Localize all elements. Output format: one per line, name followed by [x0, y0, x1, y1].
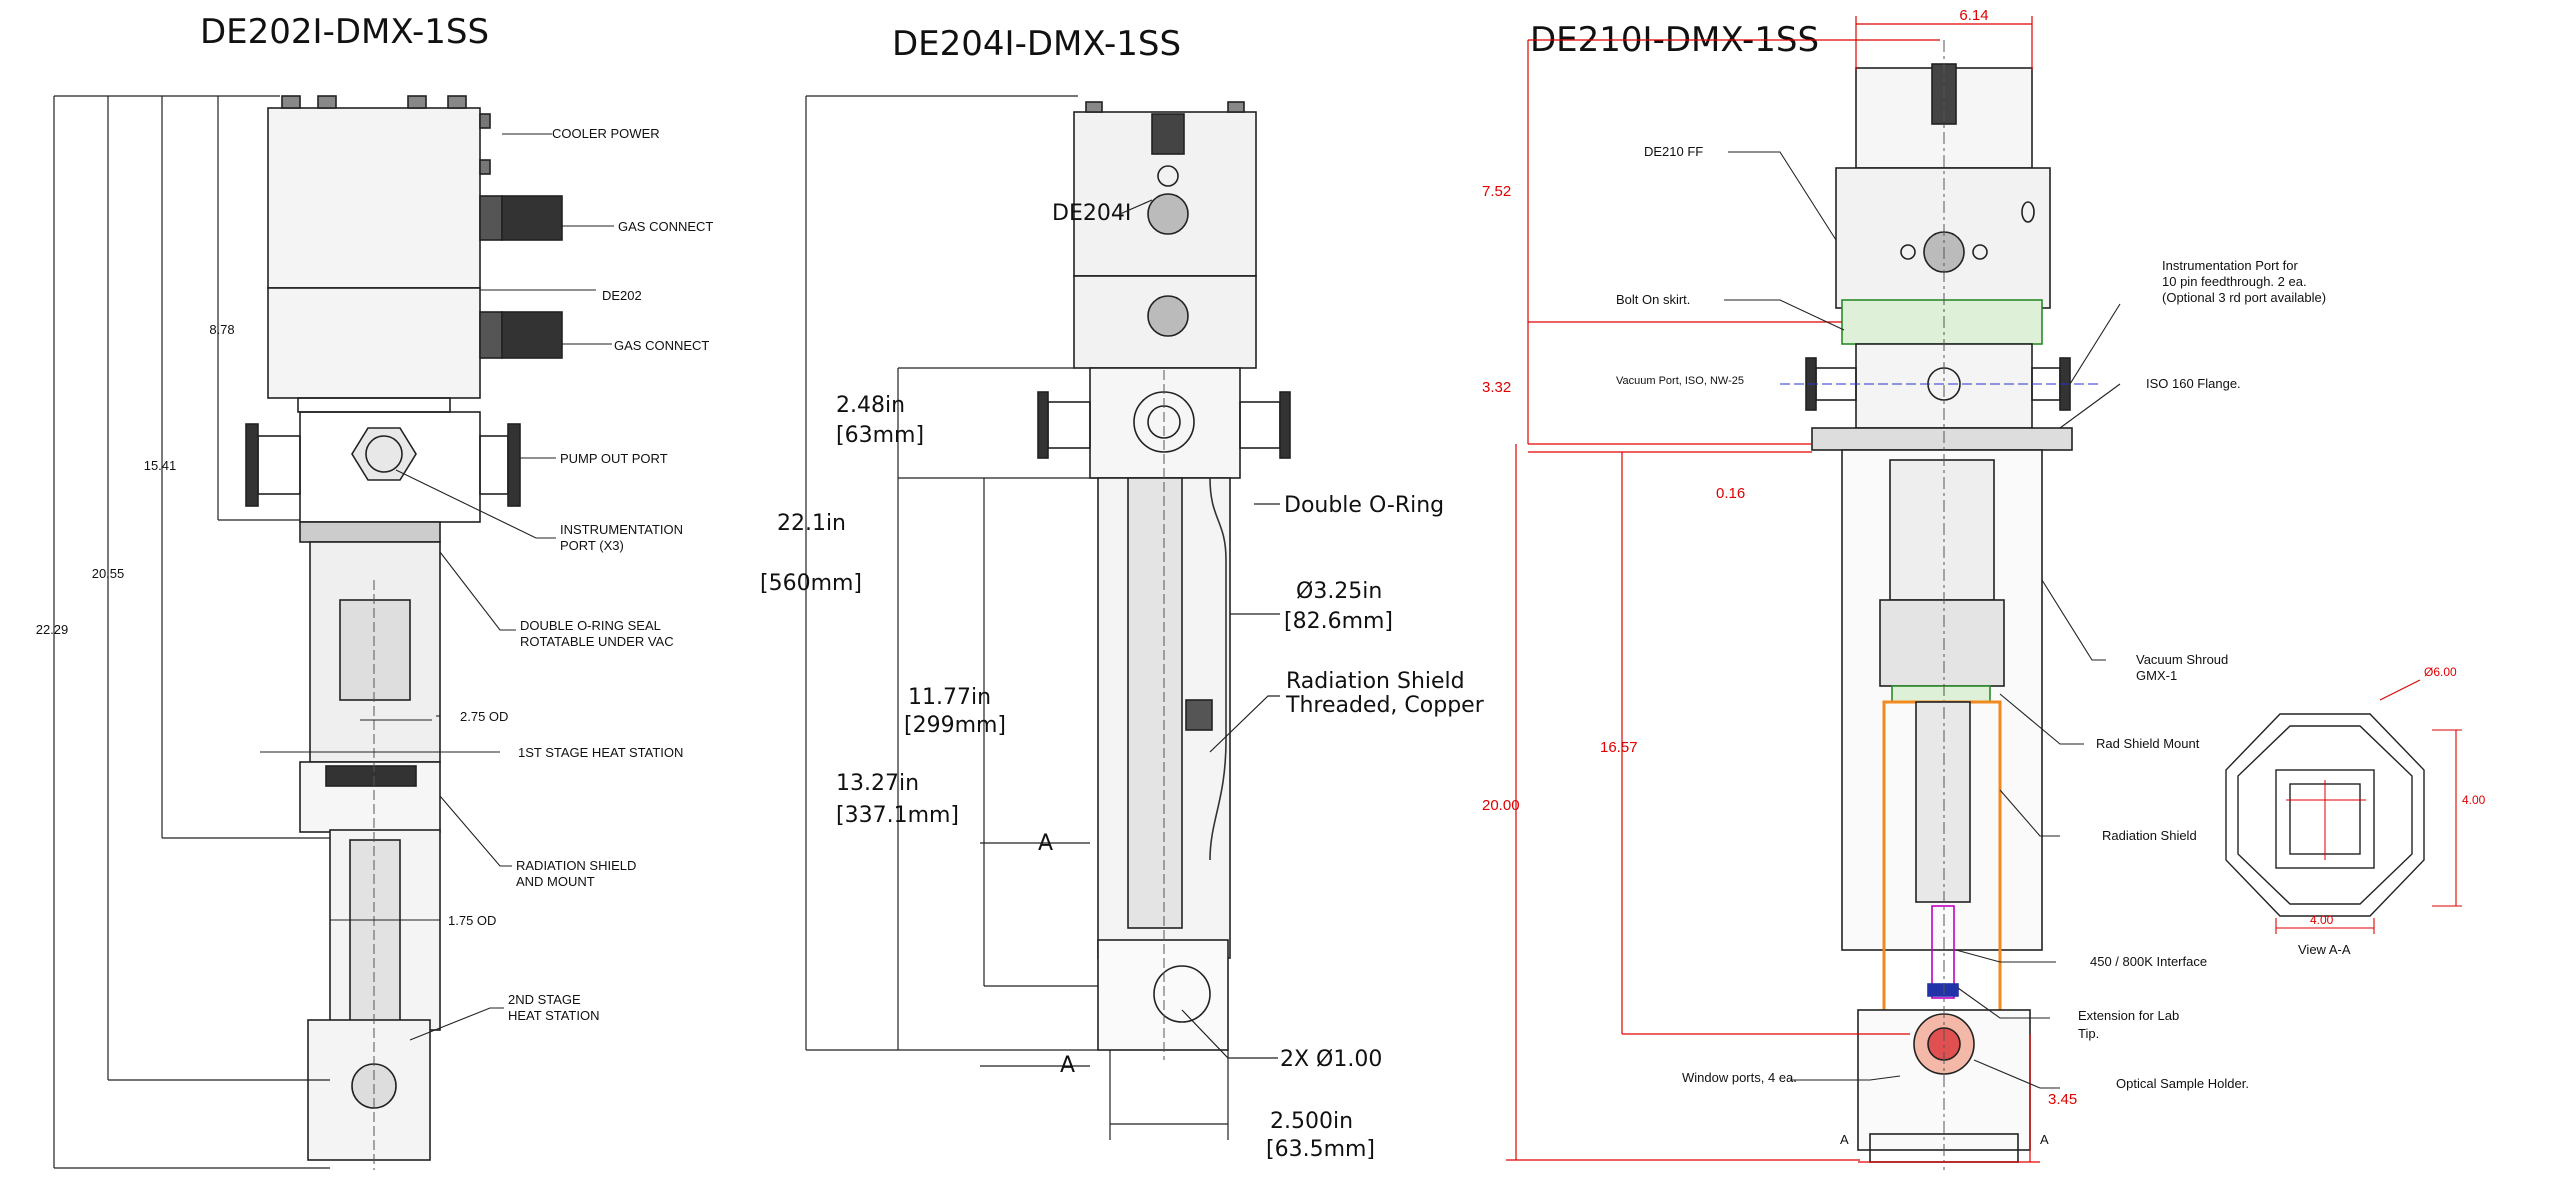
- label-1st-stage: 1ST STAGE HEAT STATION: [518, 745, 683, 760]
- cooler-head: [267, 95, 563, 413]
- cold-tube: [1097, 370, 1231, 1060]
- label-pump-out-port: PUMP OUT PORT: [560, 451, 668, 466]
- dim-1657: 16.57: [1600, 739, 1638, 756]
- dim-332: 3.32: [1482, 379, 1511, 396]
- label-dia-mm: [82.6mm]: [1284, 609, 1393, 634]
- label-2nd-stage-2: HEAT STATION: [508, 1008, 600, 1023]
- label-de204i: DE204I: [1052, 201, 1131, 226]
- view-a-a-dims: [2275, 679, 2462, 934]
- label-oring-1: DOUBLE O-RING SEAL: [520, 618, 661, 633]
- label-extension-1: Extension for Lab: [2078, 1008, 2179, 1023]
- section-a-left: A: [1840, 1132, 1849, 1147]
- label-275-od: 2.75 OD: [460, 709, 508, 724]
- label-window-ports: Window ports, 4 ea.: [1682, 1070, 1797, 1085]
- dim-2000: 20.00: [1482, 797, 1520, 814]
- label-instr-2: 10 pin feedthrough. 2 ea.: [2162, 274, 2307, 289]
- label-dia-in: Ø3.25in: [1296, 579, 1382, 604]
- label-double-oring: Double O-Ring: [1284, 493, 1444, 518]
- vacuum-shroud: [1841, 449, 2043, 1163]
- label-vacuum-port: Vacuum Port, ISO, NW-25: [1616, 375, 1744, 387]
- label-rad-mount: Rad Shield Mount: [2096, 736, 2200, 751]
- label-rad-shield-1: RADIATION SHIELD: [516, 858, 636, 873]
- dimension-lines: [805, 95, 1280, 1140]
- dimension-lines: [1506, 16, 2040, 1163]
- cooler-head: [1805, 63, 2073, 451]
- section-a-right: A: [2040, 1132, 2049, 1147]
- dim-2055: 20.55: [92, 566, 125, 581]
- label-extension-2: Tip.: [2078, 1026, 2099, 1041]
- de204i-drawing: 22.1in [560mm] 2.48in [63mm] 11.77in [29…: [760, 95, 1485, 1162]
- label-shroud-2: GMX-1: [2136, 668, 2177, 683]
- label-rad-shield: Radiation Shield: [2102, 828, 2197, 843]
- dim-614: 6.14: [1959, 7, 1988, 24]
- de202i-drawing: 8.78 15.41 20.55 22.29 COOLER POWER GAS …: [36, 95, 713, 1170]
- label-de210ff: DE210 FF: [1644, 144, 1703, 159]
- dim-1541: 15.41: [144, 458, 177, 473]
- label-instrumentation-2: PORT (X3): [560, 538, 624, 553]
- dim-400-v: 4.00: [2462, 793, 2486, 807]
- label-width-in: 2.500in: [1270, 1109, 1353, 1134]
- dim-1177-mm: [299mm]: [904, 713, 1006, 738]
- dim-1327-in: 13.27in: [836, 771, 919, 796]
- dim-248-mm: [63mm]: [836, 423, 924, 448]
- label-instrumentation-1: INSTRUMENTATION: [560, 522, 683, 537]
- cooler-head: [1073, 101, 1257, 369]
- label-iso160: ISO 160 Flange.: [2146, 376, 2241, 391]
- dim-878: 8.78: [209, 322, 234, 337]
- label-de202: DE202: [602, 288, 642, 303]
- label-gas-connect-2: GAS CONNECT: [614, 338, 709, 353]
- panel-title: DE204I-DMX-1SS: [892, 24, 1182, 64]
- label-width-mm: [63.5mm]: [1266, 1137, 1375, 1162]
- dim-248-in: 2.48in: [836, 393, 905, 418]
- panel-de210i: DE210I-DMX-1SS: [1480, 0, 2560, 1194]
- de210i-drawing: 7.52 6.14 3.32 0.16 16.57 20.00 3.45 DE2…: [1482, 7, 2486, 1170]
- label-bolt-skirt: Bolt On skirt.: [1616, 292, 1690, 307]
- dim-1327-mm: [337.1mm]: [836, 803, 959, 828]
- dim-1177-in: 11.77in: [908, 685, 991, 710]
- label-instr-1: Instrumentation Port for: [2162, 258, 2299, 273]
- label-gas-connect-1: GAS CONNECT: [618, 219, 713, 234]
- section-a-bottom: A: [1060, 1053, 1075, 1078]
- label-rad-shield-2: Threaded, Copper: [1285, 693, 1485, 718]
- panel-title: DE202I-DMX-1SS: [200, 12, 490, 52]
- label-rad-shield-2: AND MOUNT: [516, 874, 595, 889]
- leader-lines: [260, 133, 614, 1041]
- label-optical-holder: Optical Sample Holder.: [2116, 1076, 2249, 1091]
- leader-lines: [1724, 151, 2121, 1089]
- label-interface: 450 / 800K Interface: [2090, 954, 2207, 969]
- dim-016: 0.16: [1716, 485, 1745, 502]
- dim-600: Ø6.00: [2424, 665, 2457, 679]
- label-ports: 2X Ø1.00: [1280, 1047, 1382, 1072]
- label-oring-2: ROTATABLE UNDER VAC: [520, 634, 674, 649]
- section-a-top: A: [1038, 831, 1053, 856]
- panel-de204i: DE204I-DMX-1SS: [740, 0, 1485, 1194]
- dim-752: 7.52: [1482, 183, 1511, 200]
- dim-345: 3.45: [2048, 1091, 2077, 1108]
- label-instr-3: (Optional 3 rd port available): [2162, 290, 2326, 305]
- port-body: [1037, 367, 1291, 479]
- panel-de202i: DE202I-DMX-1SS: [0, 0, 740, 1194]
- dim-400-h: 4.00: [2310, 913, 2334, 927]
- label-view-aa: View A-A: [2298, 942, 2351, 957]
- dimension-lines: [53, 95, 330, 1169]
- dim-221-in: 22.1in: [777, 511, 846, 536]
- view-a-a: [2225, 713, 2425, 917]
- dim-221-mm: [560mm]: [760, 571, 862, 596]
- port-body: [245, 411, 521, 543]
- label-2nd-stage-1: 2ND STAGE: [508, 992, 581, 1007]
- cold-tube: [299, 541, 441, 1170]
- label-shroud-1: Vacuum Shroud: [2136, 652, 2228, 667]
- label-cooler-power: COOLER POWER: [552, 126, 660, 141]
- dim-2229: 22.29: [36, 622, 69, 637]
- label-175-od: 1.75 OD: [448, 913, 496, 928]
- label-rad-shield-1: Radiation Shield: [1286, 669, 1465, 694]
